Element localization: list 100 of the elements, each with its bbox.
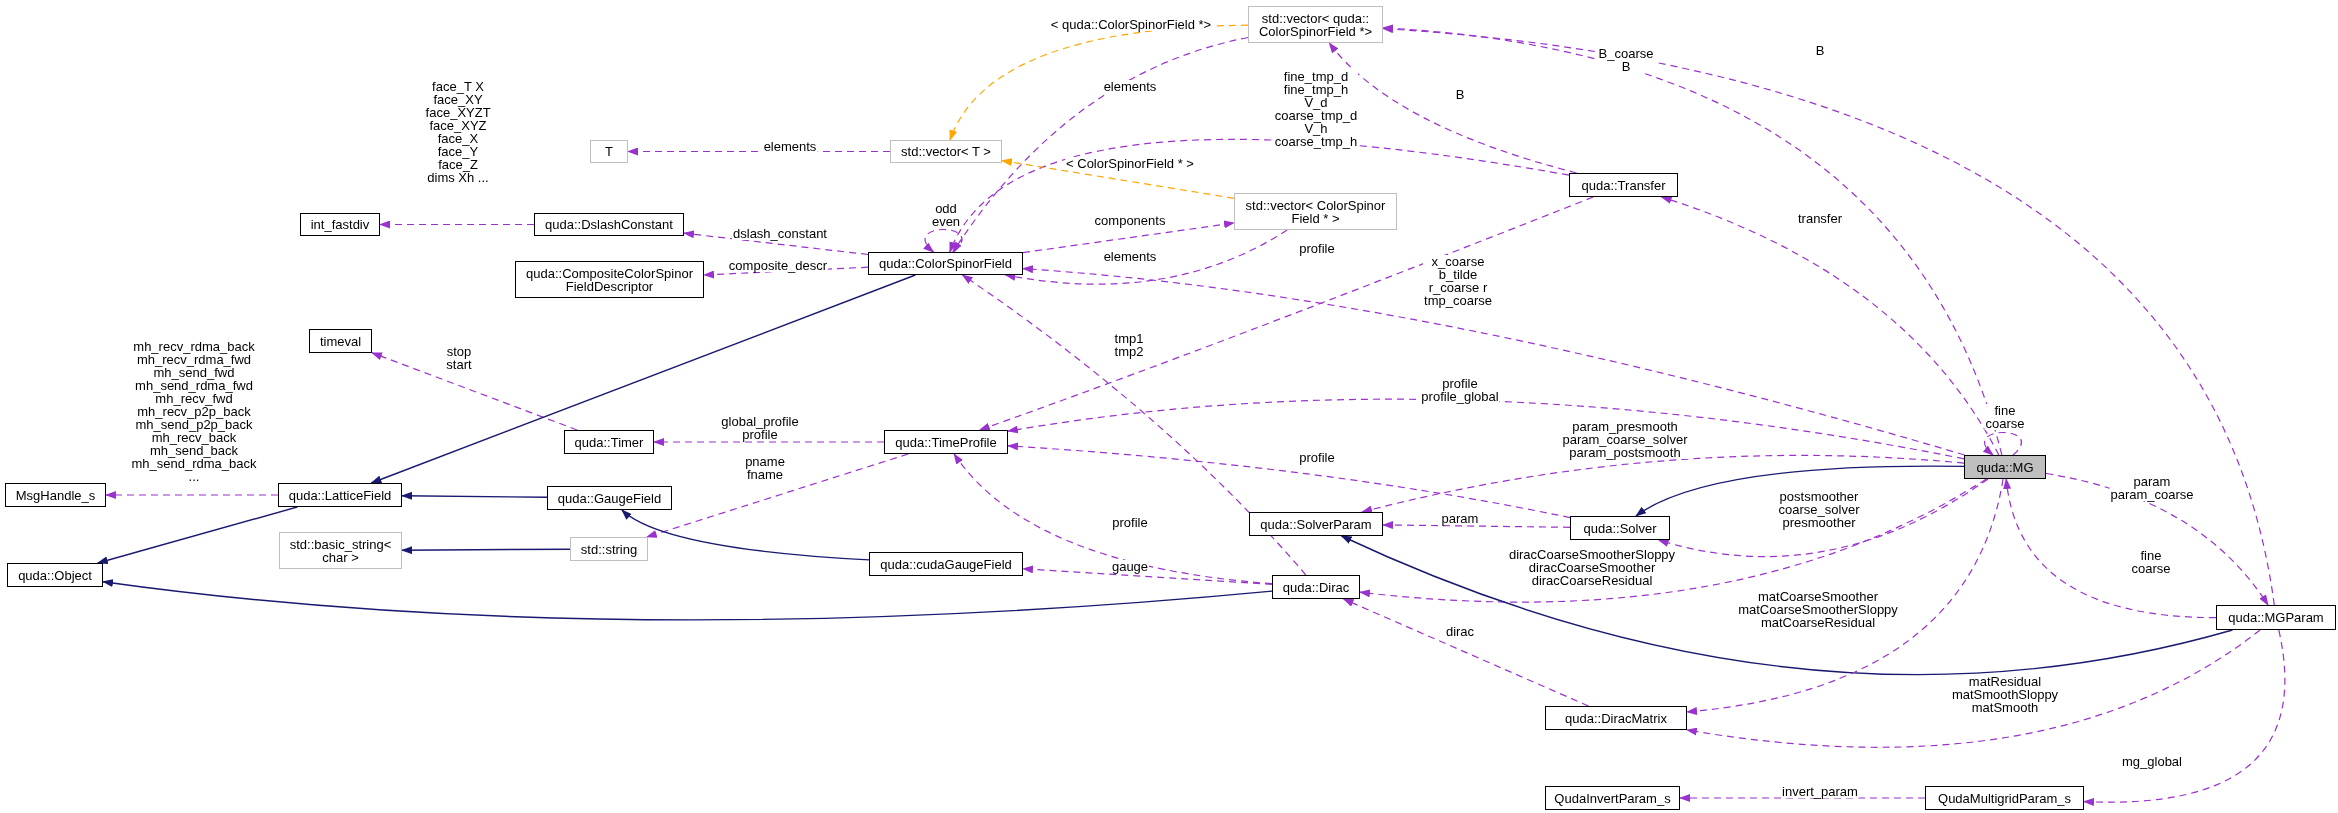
arrow bbox=[96, 506, 298, 565]
dashed-arrow bbox=[978, 196, 1594, 431]
edge-label: elements bbox=[1102, 80, 1158, 93]
edge-label: dirac bbox=[1444, 625, 1476, 638]
dashed-arrow bbox=[1679, 794, 1926, 802]
edge-label: transfer bbox=[1796, 212, 1844, 225]
class-box: timeval bbox=[309, 329, 372, 353]
dashed-arrow bbox=[379, 220, 535, 229]
dashed-arrow bbox=[923, 228, 963, 253]
dashed-arrow bbox=[1328, 42, 1578, 174]
class-box: MsgHandle_s bbox=[5, 483, 106, 507]
dashed-arrow bbox=[105, 491, 279, 499]
dashed-arrow bbox=[949, 138, 1570, 253]
class-box: QudaMultigridParam_s bbox=[1925, 786, 2084, 810]
class-box: quda::DiracMatrix bbox=[1545, 706, 1687, 730]
edge-label: mg_global bbox=[2121, 755, 2183, 768]
edge-label: profile bbox=[1298, 242, 1336, 255]
edge-label: < quda::ColorSpinorField *> bbox=[1049, 18, 1213, 31]
dashed-arrow bbox=[1361, 454, 1965, 514]
class-box: quda::DslashConstant bbox=[534, 213, 684, 236]
class-box: quda::LatticeField bbox=[278, 483, 402, 507]
arrow bbox=[1635, 465, 1965, 517]
edge-label: fine_tmp_d fine_tmp_h V_d coarse_tmp_d V_h coarse_tmp_h bbox=[1273, 70, 1359, 148]
dashed-arrow bbox=[645, 453, 909, 538]
dashed-arrow bbox=[2045, 472, 2269, 606]
class-box: quda::cudaGaugeField bbox=[869, 552, 1023, 576]
dashed-arrow bbox=[653, 438, 885, 446]
arrow bbox=[401, 491, 548, 500]
dashed-arrow bbox=[1001, 158, 1235, 199]
edge-label: B bbox=[1454, 88, 1466, 101]
class-box: quda::Dirac bbox=[1272, 575, 1360, 599]
edge-label: < ColorSpinorField * > bbox=[1065, 157, 1195, 170]
class-box: quda::MG bbox=[1964, 455, 2046, 479]
class-box: QudaInvertParam_s bbox=[1545, 786, 1680, 810]
class-box: std::basic_string< char > bbox=[279, 532, 402, 569]
edge-label: elements bbox=[1102, 250, 1158, 263]
edge-label: dslash_constant bbox=[732, 227, 828, 240]
edge-label: matResidual matSmoothSloppy matSmooth bbox=[1950, 675, 2060, 714]
edge-label: tmp1 tmp2 bbox=[1113, 332, 1145, 358]
edge-label: components bbox=[1093, 214, 1167, 227]
edge-label: matCoarseSmoother matCoarseSmootherSloppy matCoarseResidual bbox=[1737, 590, 1899, 629]
edge-label: elements bbox=[762, 140, 818, 153]
edge-label: postsmoother coarse_solver presmoother bbox=[1777, 490, 1861, 529]
dashed-arrow bbox=[1022, 220, 1235, 254]
class-box: quda::Solver bbox=[1570, 516, 1670, 540]
edge-label: param_presmooth param_coarse_solver param_postsmooth bbox=[1561, 420, 1689, 459]
edge-label: gauge bbox=[1110, 560, 1150, 573]
edge-label: B_coarse B bbox=[1597, 47, 1655, 73]
dashed-arrow bbox=[2083, 629, 2286, 806]
dashed-arrow bbox=[961, 274, 1307, 576]
edge-label: fine coarse bbox=[2130, 549, 2172, 575]
class-box: int_fastdiv bbox=[300, 213, 380, 236]
arrow bbox=[1340, 535, 2234, 676]
class-box: quda::Transfer bbox=[1569, 173, 1678, 197]
dashed-arrow bbox=[2003, 478, 2217, 619]
edge-label: face_T X face_XY face_XYZT face_XYZ face_X face_Y face_Z dims Xh ... bbox=[424, 80, 492, 184]
dashed-arrow bbox=[1342, 598, 1590, 707]
dashed-arrow bbox=[1022, 265, 1966, 456]
class-box: quda::MGParam bbox=[2216, 605, 2336, 630]
edge-label: B bbox=[1814, 44, 1826, 57]
class-box: quda::ColorSpinorField bbox=[868, 252, 1023, 275]
dashed-arrow bbox=[1007, 442, 1571, 519]
edge-label: x_coarse b_tilde r_coarse r tmp_coarse bbox=[1423, 255, 1493, 307]
class-box: quda::CompositeColorSpinor FieldDescriptor bbox=[515, 261, 704, 298]
dashed-arrow bbox=[952, 36, 1249, 253]
dashed-arrow bbox=[1022, 565, 1273, 585]
dashed-arrow bbox=[1382, 521, 1571, 530]
dashed-arrow bbox=[1007, 398, 1965, 460]
class-box: std::vector< quda:: ColorSpinorField *> bbox=[1248, 6, 1383, 43]
class-box: quda::GaugeField bbox=[547, 486, 672, 510]
dashed-arrow bbox=[1983, 431, 2023, 456]
arrow bbox=[102, 579, 1273, 621]
class-box: std::vector< ColorSpinor Field * > bbox=[1234, 193, 1397, 230]
dashed-arrow bbox=[1004, 229, 1288, 285]
edge-label: diracCoarseSmootherSloppy diracCoarseSmoother diracCoarseResidual bbox=[1507, 548, 1677, 587]
edge-label: global_profile profile bbox=[720, 415, 800, 441]
class-box: quda::SolverParam bbox=[1249, 512, 1383, 536]
edge-label: mh_recv_rdma_back mh_recv_rdma_fwd mh_send_fwd mh_send_rdma_fwd mh_recv_fwd mh_recv_p2p_back mh_send_p2p_back mh_recv_back mh_send_back mh_send_rdma_back ... bbox=[130, 340, 258, 483]
class-box: std::string bbox=[570, 537, 648, 561]
dashed-arrow bbox=[683, 230, 869, 256]
edge-label: fine coarse bbox=[1984, 404, 2026, 430]
class-box: std::vector< T > bbox=[890, 140, 1002, 163]
edge-label: composite_descr bbox=[727, 259, 829, 272]
class-box: T bbox=[590, 140, 628, 163]
dashed-arrow bbox=[1660, 196, 2000, 456]
edge-label: profile bbox=[1111, 516, 1149, 529]
edge-label: profile bbox=[1298, 451, 1336, 464]
dashed-arrow bbox=[1657, 478, 1989, 558]
edge-label: invert_param bbox=[1781, 785, 1859, 798]
dashed-arrow bbox=[1686, 478, 2004, 715]
dashed-arrow bbox=[1382, 24, 2003, 456]
dashed-arrow bbox=[1359, 478, 1987, 603]
class-box: quda::Timer bbox=[564, 430, 654, 454]
dashed-arrow bbox=[1382, 25, 2275, 606]
arrow bbox=[401, 546, 571, 555]
dashed-arrow bbox=[1685, 629, 2261, 748]
class-box: quda::TimeProfile bbox=[884, 430, 1008, 454]
edge-label: odd even bbox=[930, 202, 962, 228]
edge-label: stop start bbox=[445, 345, 473, 371]
edge-label: profile profile_global bbox=[1420, 377, 1500, 403]
